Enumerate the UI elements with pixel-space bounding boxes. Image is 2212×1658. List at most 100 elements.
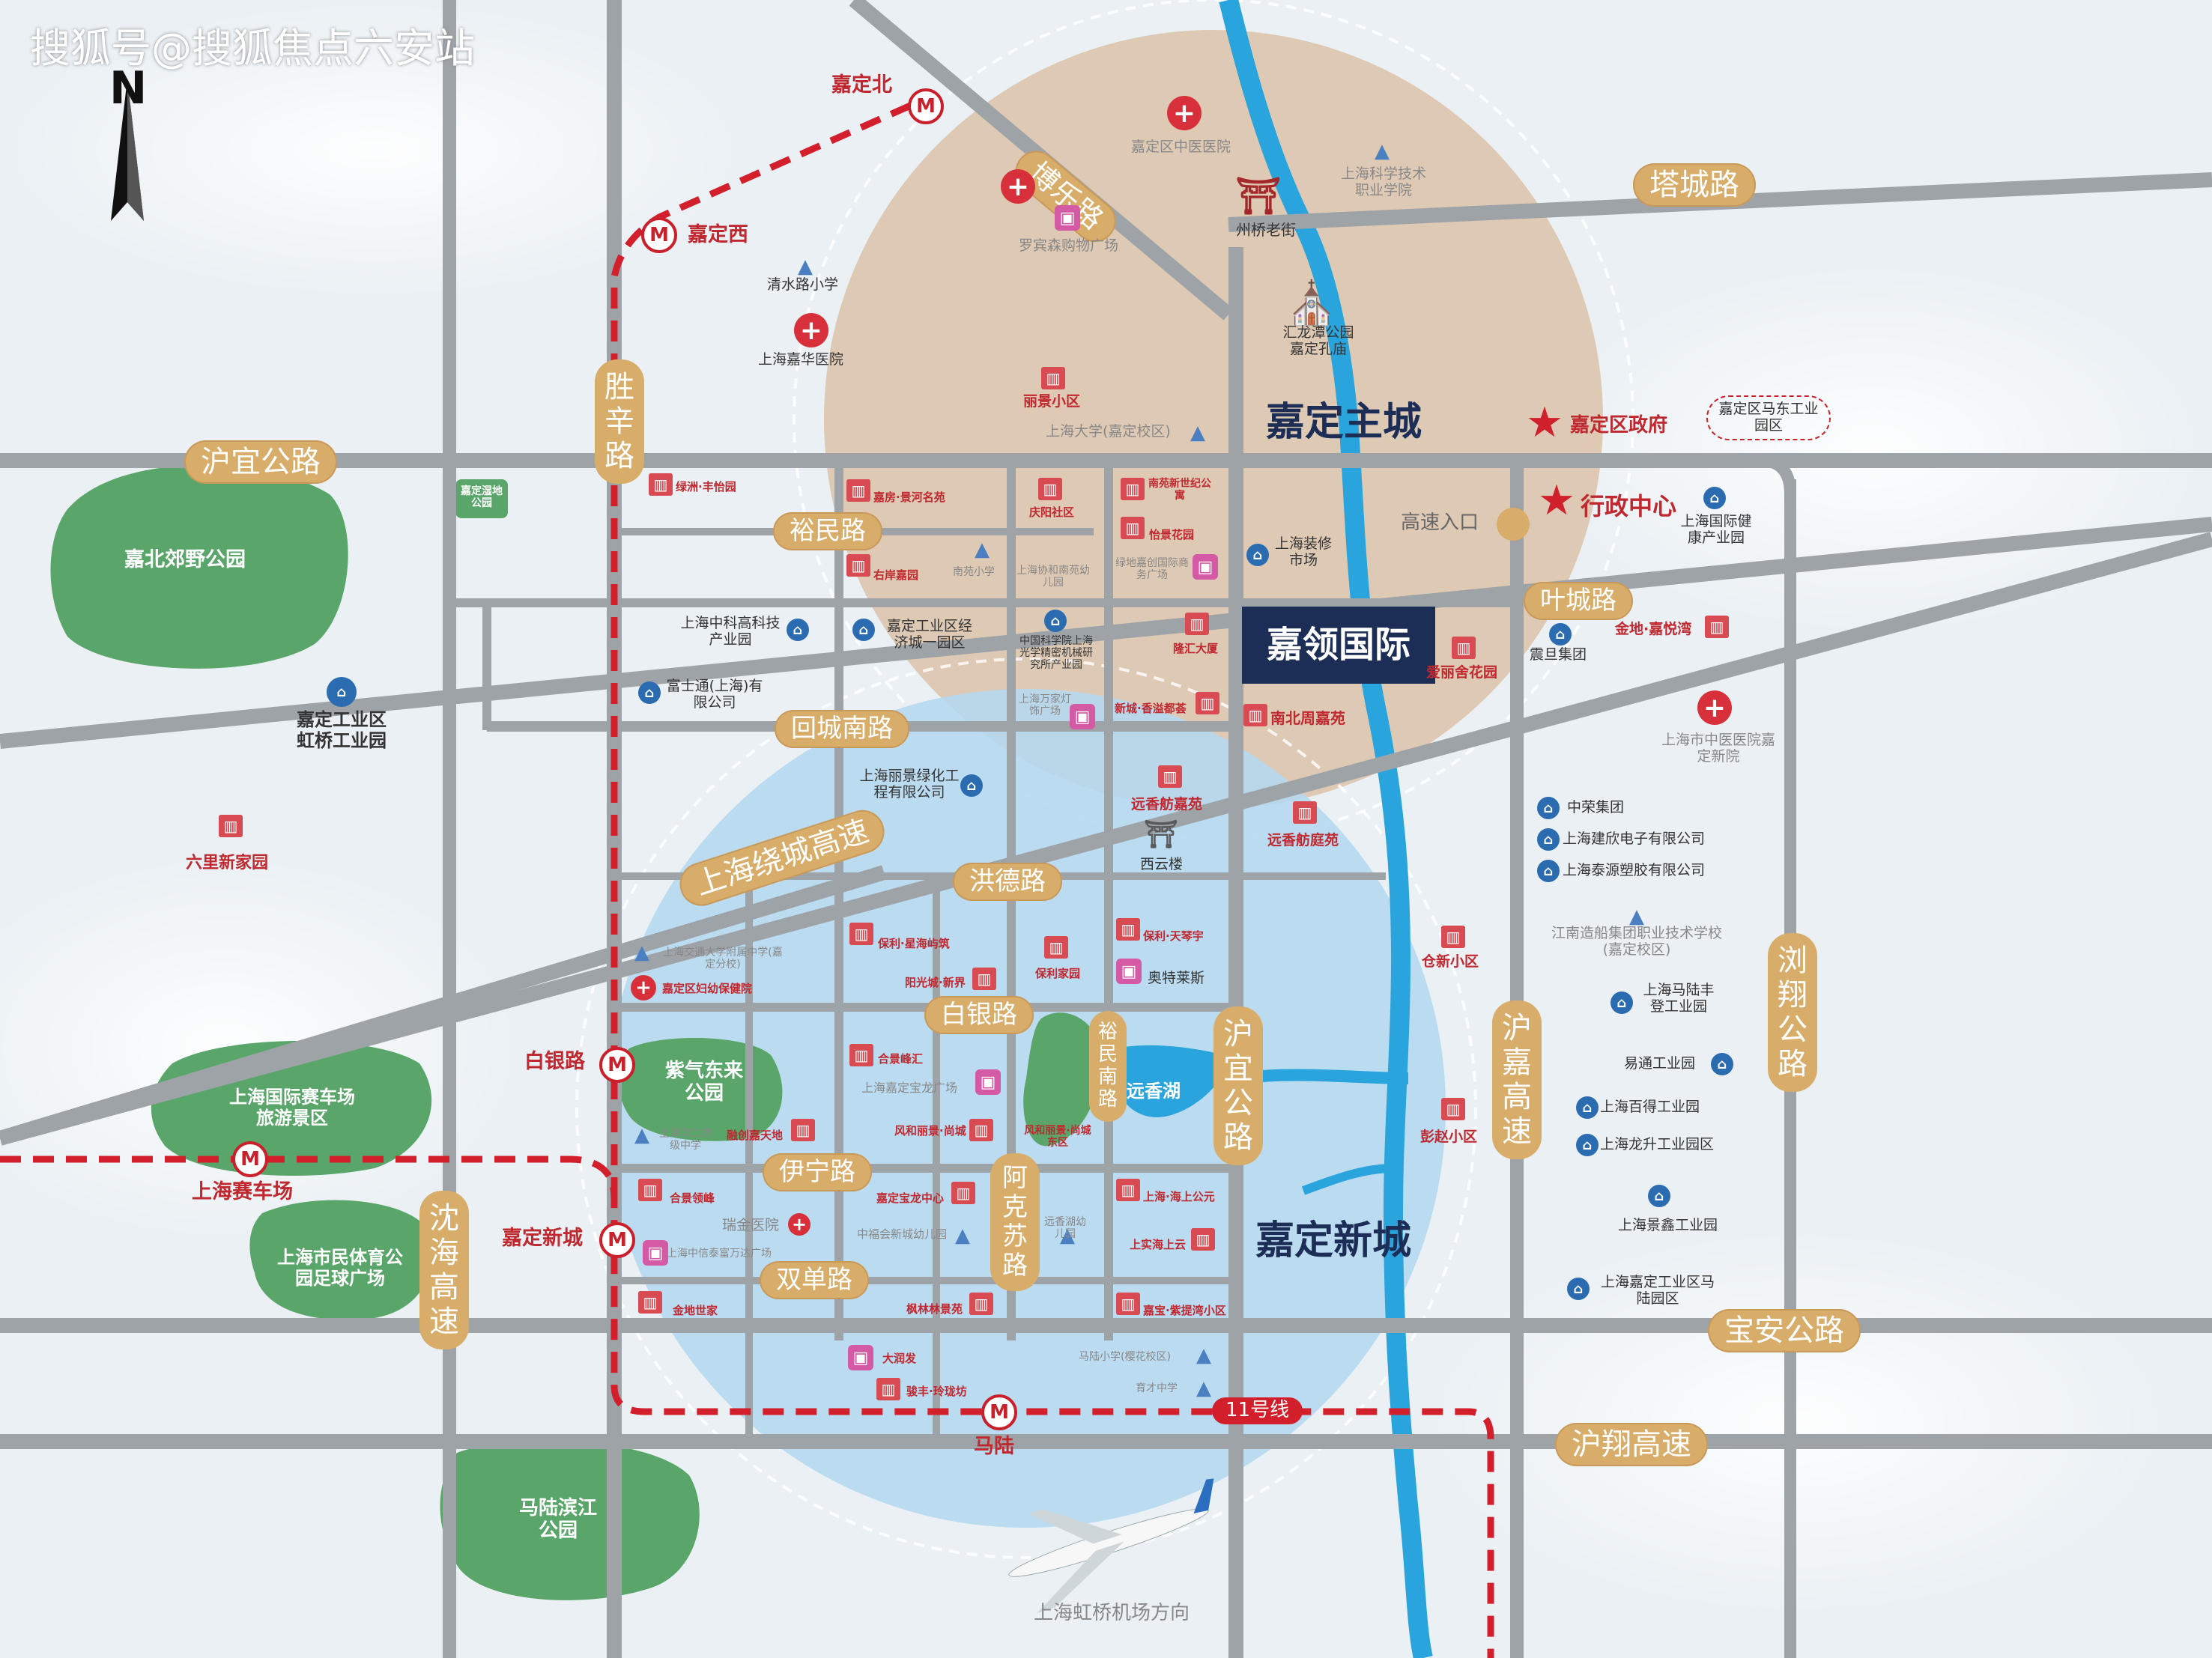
school-icon: ▲: [1196, 1344, 1211, 1367]
school-icon: ▲: [1375, 140, 1390, 163]
poi-fenghe-hj: 风和丽景·尚城东区: [1024, 1125, 1091, 1150]
building-icon: ▥: [1452, 637, 1476, 659]
poi-jiading-zh: 嘉宝·紫提湾小区: [1143, 1304, 1226, 1317]
building-icon: ▥: [1185, 613, 1209, 635]
poi-hongqiao-gy: 嘉定工业区虹桥工业园: [297, 709, 387, 751]
poi-liuli: 六里新家园: [186, 854, 269, 872]
building-icon: ▥: [1116, 1179, 1140, 1201]
building-icon: ▥: [969, 1119, 993, 1141]
company-icon: ⌂: [1537, 828, 1560, 851]
poi-baohua: 上海嘉定宝龙广场: [861, 1081, 958, 1095]
school-icon: ▲: [1629, 905, 1644, 928]
station-xincheng[interactable]: 嘉定新城: [502, 1227, 583, 1250]
highway-entry-dot: [1497, 508, 1530, 541]
building-icon: ▥: [951, 1182, 975, 1204]
building-icon: ▥: [1044, 936, 1068, 959]
poi-qingyang: 庆阳社区: [1029, 505, 1075, 519]
building-icon: ▥: [1441, 926, 1465, 948]
poi-zhongqiao: 中福会新城幼儿园: [857, 1227, 948, 1241]
metro-line-11-label: 11号线: [1212, 1397, 1303, 1424]
poi-jianxin: 上海建欣电子有限公司: [1563, 830, 1706, 847]
school-icon: ▲: [1190, 422, 1205, 444]
school-icon: ▲: [634, 1124, 649, 1147]
park-jiabei: [50, 465, 348, 669]
poi-cangxin: 仓新小区: [1422, 953, 1479, 970]
project-box[interactable]: 嘉领国际: [1242, 607, 1435, 684]
poi-guangxue: 中国科学院上海光学精密机械研究所产业园: [1019, 635, 1093, 672]
compass: [111, 79, 144, 221]
poi-madong: 嘉定区马东工业园区: [1706, 395, 1831, 440]
poi-luobin: 罗宾森购物广场: [1019, 237, 1119, 254]
road-hongde: 洪德路: [953, 863, 1062, 902]
school-icon: ▲: [798, 255, 813, 278]
poi-xiehe: 上海协和南苑幼儿园: [1016, 565, 1090, 589]
metro-icon: M: [232, 1141, 268, 1177]
building-icon: ▥: [649, 473, 673, 496]
building-icon: ▥: [1243, 704, 1267, 726]
poi-aolaisi: 奥特莱斯: [1148, 970, 1205, 986]
poi-zhenda: 震旦集团: [1530, 646, 1587, 663]
station-baiyin[interactable]: 白银路: [524, 1050, 585, 1073]
road-hujia-exp: 沪嘉高速: [1492, 1000, 1542, 1159]
poi-nanyuan: 南苑新世纪公寓: [1148, 478, 1211, 502]
park-tiyu-label: 上海市民体育公园足球广场: [277, 1247, 403, 1289]
poi-longsheng: 上海龙升工业园区: [1600, 1136, 1715, 1153]
building-icon: ▥: [638, 1179, 662, 1201]
poi-jingji: 嘉定工业区经济城一园区: [886, 618, 972, 651]
poi-lijing-lh: 上海丽景绿化工程有限公司: [859, 768, 960, 801]
poi-zhouqiao: 州桥老街: [1236, 221, 1296, 239]
building-icon: ▥: [1121, 517, 1145, 539]
poi-fenghe-sc: 风和丽景·尚城: [894, 1124, 966, 1138]
station-saiche[interactable]: 上海赛车场: [192, 1180, 293, 1203]
building-icon: ▥: [1705, 616, 1729, 638]
road-shenhai-exp: 沈海高速: [419, 1191, 469, 1349]
river: [1219, 0, 1433, 1658]
star-icon: ★: [1525, 398, 1564, 447]
poi-lvzhou: 绿地嘉创国际商务广场: [1115, 557, 1189, 582]
station-jiading-north[interactable]: 嘉定北: [831, 73, 892, 97]
poi-jingxin: 上海景鑫工业园: [1618, 1217, 1718, 1233]
poi-zhongke: 上海中科高科技产业园: [680, 615, 781, 648]
company-icon: ⌂: [960, 774, 983, 797]
poi-zhongyi-new: 上海市中医医院嘉定新院: [1661, 732, 1775, 765]
park-yuanxiang: [1023, 1012, 1102, 1147]
building-icon: ▥: [849, 923, 873, 945]
park-wetland-label: 嘉定湿地公园: [461, 485, 503, 510]
poi-mafeng: 上海马陆丰登工业园: [1643, 982, 1715, 1015]
poi-youan: 右岸嘉园: [873, 568, 919, 582]
company-icon: ⌂: [1610, 992, 1633, 1014]
hospital-icon: +: [631, 975, 656, 1000]
building-icon: ▥: [1158, 765, 1182, 788]
hospital-icon: +: [788, 1213, 810, 1236]
company-icon: ⌂: [1576, 1096, 1599, 1119]
shop-icon: ▣: [975, 1069, 1001, 1095]
poi-huazhong: 上海华二初级中学: [659, 1128, 712, 1153]
poi-admin: 行政中心: [1581, 492, 1677, 520]
poi-malu-xx: 马陆小学(樱花校区): [1079, 1351, 1171, 1363]
shop-icon: ▣: [643, 1240, 668, 1266]
poi-yijing: 怡景花园: [1149, 528, 1195, 541]
poi-taiyuan: 上海泰源塑胶有限公司: [1563, 862, 1706, 878]
poi-hejing: 合景峰汇: [878, 1052, 924, 1066]
school-icon: ▲: [1196, 1377, 1211, 1400]
station-jiading-west[interactable]: 嘉定西: [688, 223, 748, 246]
park-jiabei-label: 嘉北郊野公园: [124, 548, 246, 571]
shop-icon: ▣: [1193, 554, 1218, 580]
poi-jiading-gy: 上海嘉定工业区马陆园区: [1600, 1274, 1715, 1307]
poi-yucai: 育才中学: [1136, 1382, 1178, 1394]
station-malu[interactable]: 马陆: [974, 1435, 1014, 1458]
poi-tianyuan: 骏丰·玲珑坊: [906, 1385, 967, 1398]
poi-nanbei: 南北周嘉苑: [1270, 709, 1345, 727]
company-icon: ⌂: [1537, 797, 1560, 819]
building-icon: ▥: [219, 815, 243, 837]
hospital-icon: +: [1001, 169, 1035, 204]
company-icon: ⌂: [1044, 610, 1067, 632]
building-icon: ▥: [1038, 478, 1062, 500]
poi-yangguang: 阳光城·新界: [905, 976, 966, 989]
landmark-gate-icon: ⛩: [1235, 174, 1282, 217]
company-icon: ⌂: [327, 677, 357, 707]
company-icon: ⌂: [787, 619, 809, 641]
building-icon: ▥: [1196, 692, 1219, 714]
main-city-label: 嘉定主城: [1266, 400, 1422, 445]
